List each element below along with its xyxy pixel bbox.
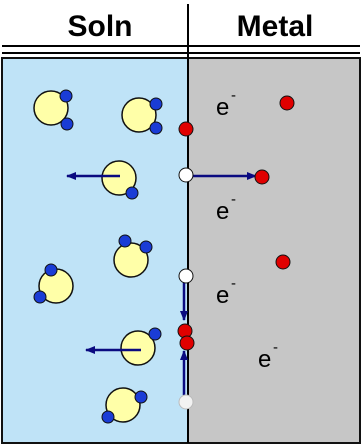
electron-dot-icon <box>254 169 270 185</box>
water-molecule-icon <box>121 97 163 135</box>
svg-text:e: e <box>216 282 229 309</box>
electron-dot-icon <box>178 121 194 137</box>
hydrogen-atom-icon <box>178 268 194 284</box>
electron-dot-icon <box>279 95 295 111</box>
solution-header: Soln <box>68 10 133 43</box>
electron-label: e - <box>216 275 236 309</box>
water-molecule-icon <box>101 160 139 200</box>
electron-label: e - <box>258 339 278 373</box>
water-molecule-icon <box>101 387 148 424</box>
svg-text:-: - <box>231 275 236 292</box>
svg-text:-: - <box>273 339 278 356</box>
hydrogen-atom-icon <box>178 167 194 183</box>
metal-header: Metal <box>237 10 314 43</box>
water-molecule-icon <box>120 327 162 366</box>
electron-dot-icon <box>179 335 195 351</box>
metal-region <box>187 57 361 444</box>
svg-text:-: - <box>231 191 236 208</box>
water-molecule-icon <box>113 234 153 278</box>
svg-text:e: e <box>216 198 229 225</box>
hydrogen-atom-icon <box>178 394 194 410</box>
electron-label: e - <box>216 87 236 121</box>
electron-label: e - <box>216 191 236 225</box>
svg-text:e: e <box>258 346 271 373</box>
solution-region <box>1 57 189 444</box>
svg-text:-: - <box>231 87 236 104</box>
electron-dot-icon <box>275 254 291 270</box>
svg-text:e: e <box>216 94 229 121</box>
water-molecule-icon <box>33 89 74 131</box>
water-molecule-icon <box>33 263 74 304</box>
